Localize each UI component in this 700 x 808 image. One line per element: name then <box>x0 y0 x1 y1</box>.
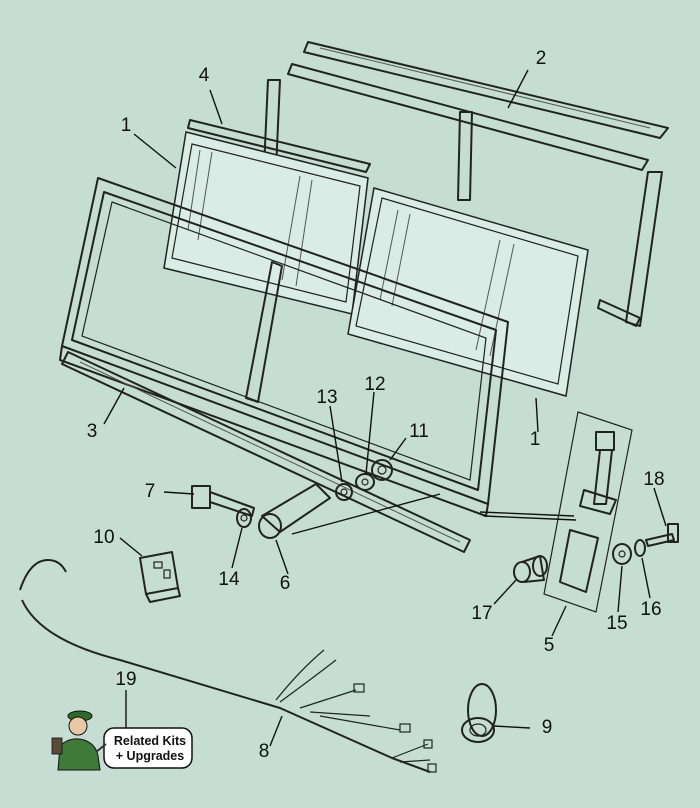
part-11-nut[interactable] <box>371 459 393 481</box>
callout-19: 19 <box>115 669 136 690</box>
callout-17: 17 <box>471 603 492 624</box>
windscreen-frame[interactable] <box>59 177 509 517</box>
part-7-bolt[interactable] <box>191 485 255 517</box>
callout-16: 16 <box>640 599 661 620</box>
related-kits-line2: + Upgrades <box>116 749 184 763</box>
part-12-washer[interactable] <box>355 473 375 491</box>
callout-3: 3 <box>87 421 98 442</box>
part-14-washer[interactable] <box>236 508 252 528</box>
part-16-washer[interactable] <box>634 539 646 557</box>
callout-4: 4 <box>199 65 210 86</box>
callout-1-upper: 1 <box>121 115 132 136</box>
callout-2: 2 <box>536 48 547 69</box>
callout-11: 11 <box>409 421 429 442</box>
part-17-grommet[interactable] <box>513 555 548 583</box>
part-15-washer[interactable] <box>612 543 632 565</box>
callout-12: 12 <box>364 374 385 395</box>
callout-10: 10 <box>93 527 114 548</box>
mechanic-icon <box>51 710 107 771</box>
callout-6: 6 <box>280 573 291 594</box>
part-2-upper-seal[interactable] <box>287 41 669 171</box>
part-10-relay[interactable] <box>139 551 181 603</box>
part-3-lower-seal[interactable] <box>61 351 471 553</box>
part-5-bracket-assembly[interactable] <box>479 411 633 613</box>
part-9-grommet[interactable] <box>461 683 497 743</box>
part-6-pivot-arm[interactable] <box>258 483 441 539</box>
part-13-washer[interactable] <box>335 483 353 501</box>
related-kits-line1: Related Kits <box>114 734 186 748</box>
callout-1-lower: 1 <box>530 429 541 450</box>
callout-8: 8 <box>259 741 270 762</box>
callout-9: 9 <box>542 717 553 738</box>
callout-leaders <box>103 69 667 747</box>
part-1-left-glass[interactable] <box>163 131 369 315</box>
callout-labels: 1 1 2 3 4 5 6 7 8 9 10 11 12 13 14 15 16… <box>87 48 665 762</box>
part-1-right-glass[interactable] <box>347 187 589 397</box>
callout-18: 18 <box>643 469 664 490</box>
callout-5: 5 <box>544 635 555 656</box>
related-kits-button[interactable]: Related Kits + Upgrades <box>51 710 193 771</box>
callout-14: 14 <box>218 569 240 590</box>
callout-7: 7 <box>145 481 156 502</box>
part-18-bolt[interactable] <box>645 523 679 547</box>
callout-15: 15 <box>606 613 627 634</box>
part-8-wiring-harness[interactable] <box>19 559 437 773</box>
callout-13: 13 <box>316 387 337 408</box>
